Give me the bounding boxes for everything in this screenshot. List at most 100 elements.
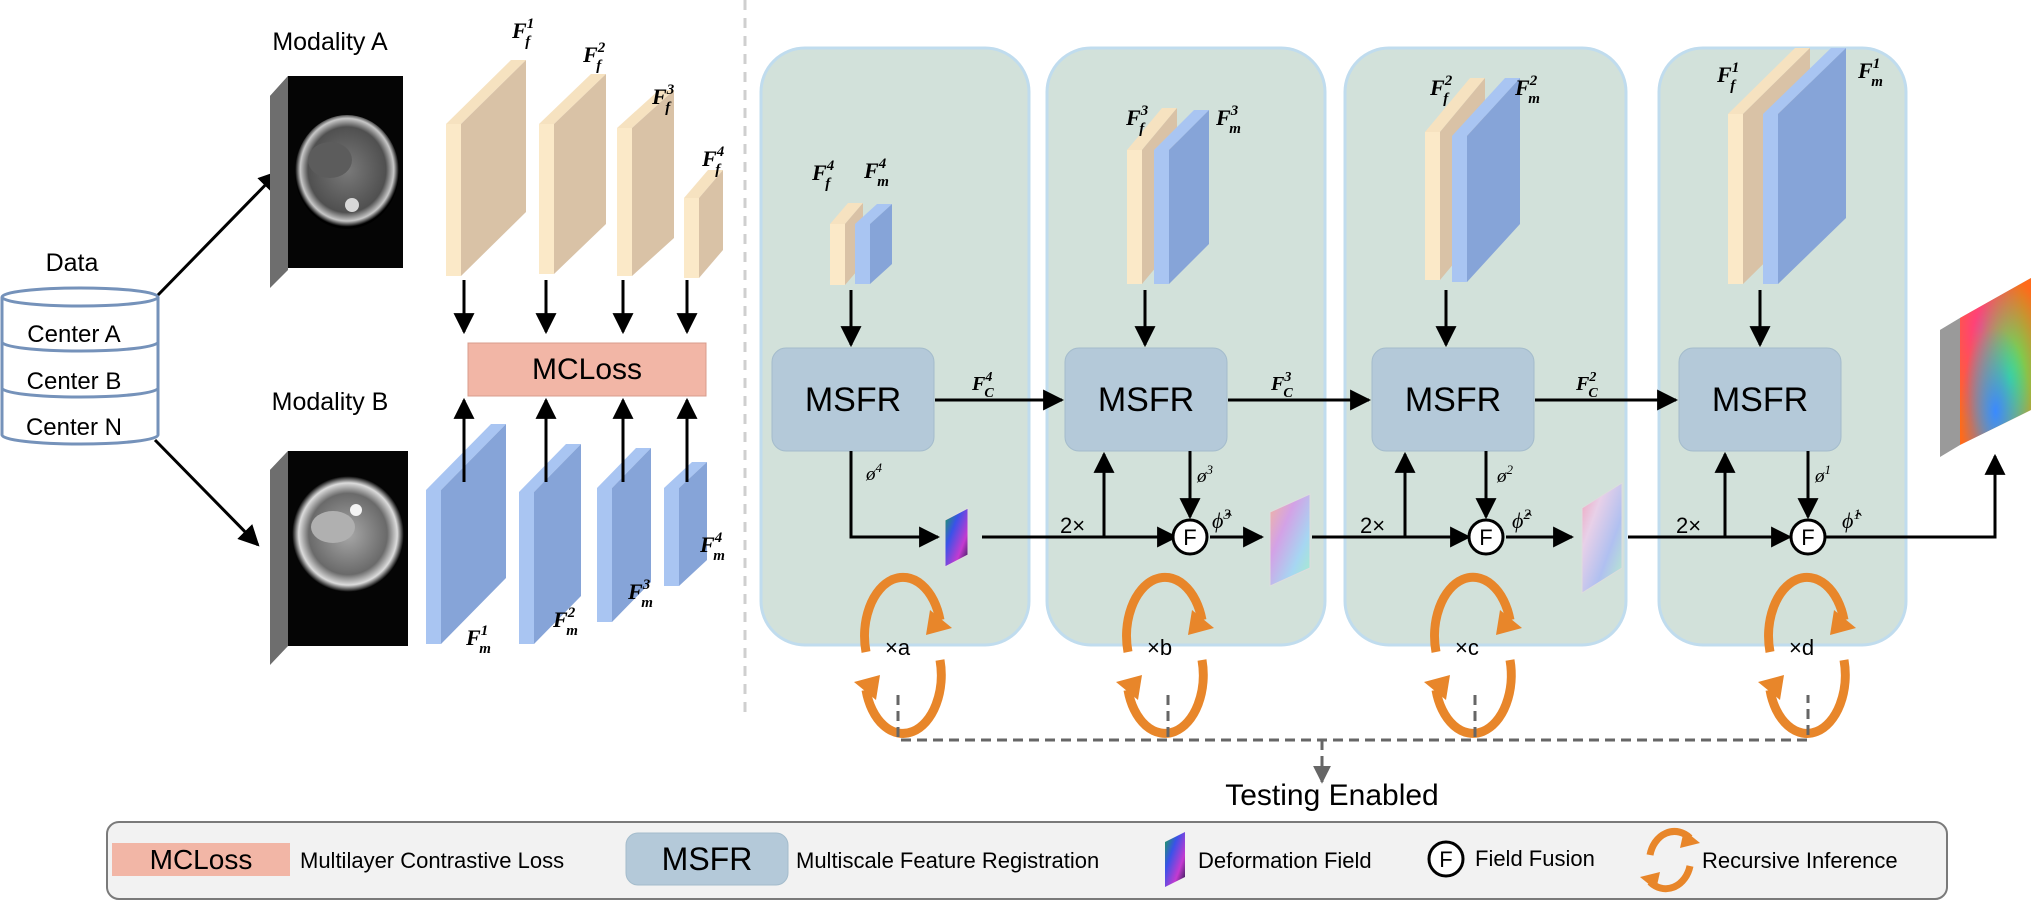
msfr-label-2: MSFR <box>1098 381 1194 419</box>
legend-deformation-text: Deformation Field <box>1198 848 1372 873</box>
stage-2-feature-pair <box>1127 108 1209 284</box>
msfr-box-3: MSFR <box>1371 347 1535 452</box>
moving-feature-1 <box>426 424 506 644</box>
legend-recursive-text: Recursive Inference <box>1702 848 1898 873</box>
recursive-loop-2: ×b <box>1116 572 1214 738</box>
field-fusion-3: F <box>1467 518 1505 556</box>
msfr-label-1: MSFR <box>805 381 901 419</box>
data-title: Data <box>46 249 99 277</box>
modality-b-label: Modality B <box>272 388 389 416</box>
testing-bus <box>896 695 1810 784</box>
stage-1-phi-path <box>849 451 941 548</box>
deformation-field-2 <box>1269 493 1311 587</box>
fixed-feature-3 <box>617 90 674 276</box>
upsample-label-3: 2× <box>1360 513 1385 538</box>
loop-label-3: ×c <box>1455 635 1479 660</box>
fixed-feature-stack <box>446 60 723 278</box>
legend-msfr-swatch <box>625 832 789 886</box>
mcloss-connectors <box>453 280 698 482</box>
modality-a-label: Modality A <box>272 28 388 56</box>
data-store: Data Center A Center B Center N <box>0 249 160 446</box>
svg-text:F: F <box>1479 525 1492 550</box>
legend-mcloss-text: Multilayer Contrastive Loss <box>300 848 564 873</box>
stage-2-fusion-path <box>982 451 1265 548</box>
recursive-loop-3: ×c <box>1424 572 1522 738</box>
recursive-loop-4: ×d <box>1758 572 1856 738</box>
loop-label-1: ×a <box>885 635 911 660</box>
mcloss-label: MCLoss <box>532 353 642 386</box>
stage-1-phi-label: ø4 <box>865 460 883 485</box>
stage-panel-2 <box>1045 46 1327 647</box>
testing-enabled-label: Testing Enabled <box>1225 779 1439 812</box>
database-icon <box>0 286 160 446</box>
ct-scan-icon <box>295 115 399 229</box>
center-n: Center N <box>26 414 122 441</box>
upsample-label-4: 2× <box>1676 513 1701 538</box>
stage-4-feature-pair <box>1728 48 1846 284</box>
loop-label-2: ×b <box>1147 635 1172 660</box>
stage-2-phi-label: ø3 <box>1196 462 1214 487</box>
final-deformation-field <box>1940 278 2031 457</box>
legend-fusion-text: Field Fusion <box>1475 846 1595 871</box>
fixed-feature-4 <box>684 170 723 278</box>
field-fusion-icon <box>1427 840 1465 878</box>
arrow-to-modality-b <box>153 438 260 547</box>
deformation-field-1 <box>944 507 969 568</box>
msfr-box-4: MSFR <box>1678 347 1842 452</box>
field-fusion-4: F <box>1789 518 1827 556</box>
svg-text:F: F <box>1801 525 1814 550</box>
modality-a-image <box>270 76 403 288</box>
legend-msfr-box-label: MSFR <box>662 841 753 877</box>
stage-1-feature-pair <box>830 203 892 285</box>
svg-text:F: F <box>1183 525 1196 550</box>
msfr-box-2: MSFR <box>1064 347 1228 452</box>
recursive-loop-1: ×a <box>854 572 952 738</box>
stage-3-feature-pair <box>1425 78 1520 282</box>
legend: MCLoss Multilayer Contrastive Loss MSFR … <box>106 821 1948 900</box>
fixed-feature-1 <box>446 60 526 276</box>
stage-3-fusion-path <box>1312 451 1575 548</box>
mcloss-box: MCLoss <box>467 342 707 397</box>
msfr-label-3: MSFR <box>1405 381 1501 419</box>
stage-panel-3 <box>1343 46 1628 647</box>
stage-panel-1 <box>759 46 1031 647</box>
loop-label-4: ×d <box>1789 635 1814 660</box>
stage-4-fusion-path <box>1628 451 2006 548</box>
center-a: Center A <box>27 321 120 348</box>
msfr-box-1: MSFR <box>771 347 935 452</box>
fixed-feature-2 <box>539 74 606 274</box>
legend-msfr-text: Multiscale Feature Registration <box>796 848 1099 873</box>
legend-mcloss-box-label: MCLoss <box>150 844 253 875</box>
modality-b-image <box>270 451 408 665</box>
legend-mcloss-swatch <box>112 843 290 876</box>
recursive-inference-icon <box>1640 827 1700 893</box>
stage-4-phi-label: ø1 <box>1814 462 1831 487</box>
field-fusion-2: F <box>1171 518 1209 556</box>
stage-3-phi-label: ø2 <box>1496 462 1514 487</box>
upsample-label-2: 2× <box>1060 513 1085 538</box>
arrow-to-modality-a <box>156 170 280 297</box>
